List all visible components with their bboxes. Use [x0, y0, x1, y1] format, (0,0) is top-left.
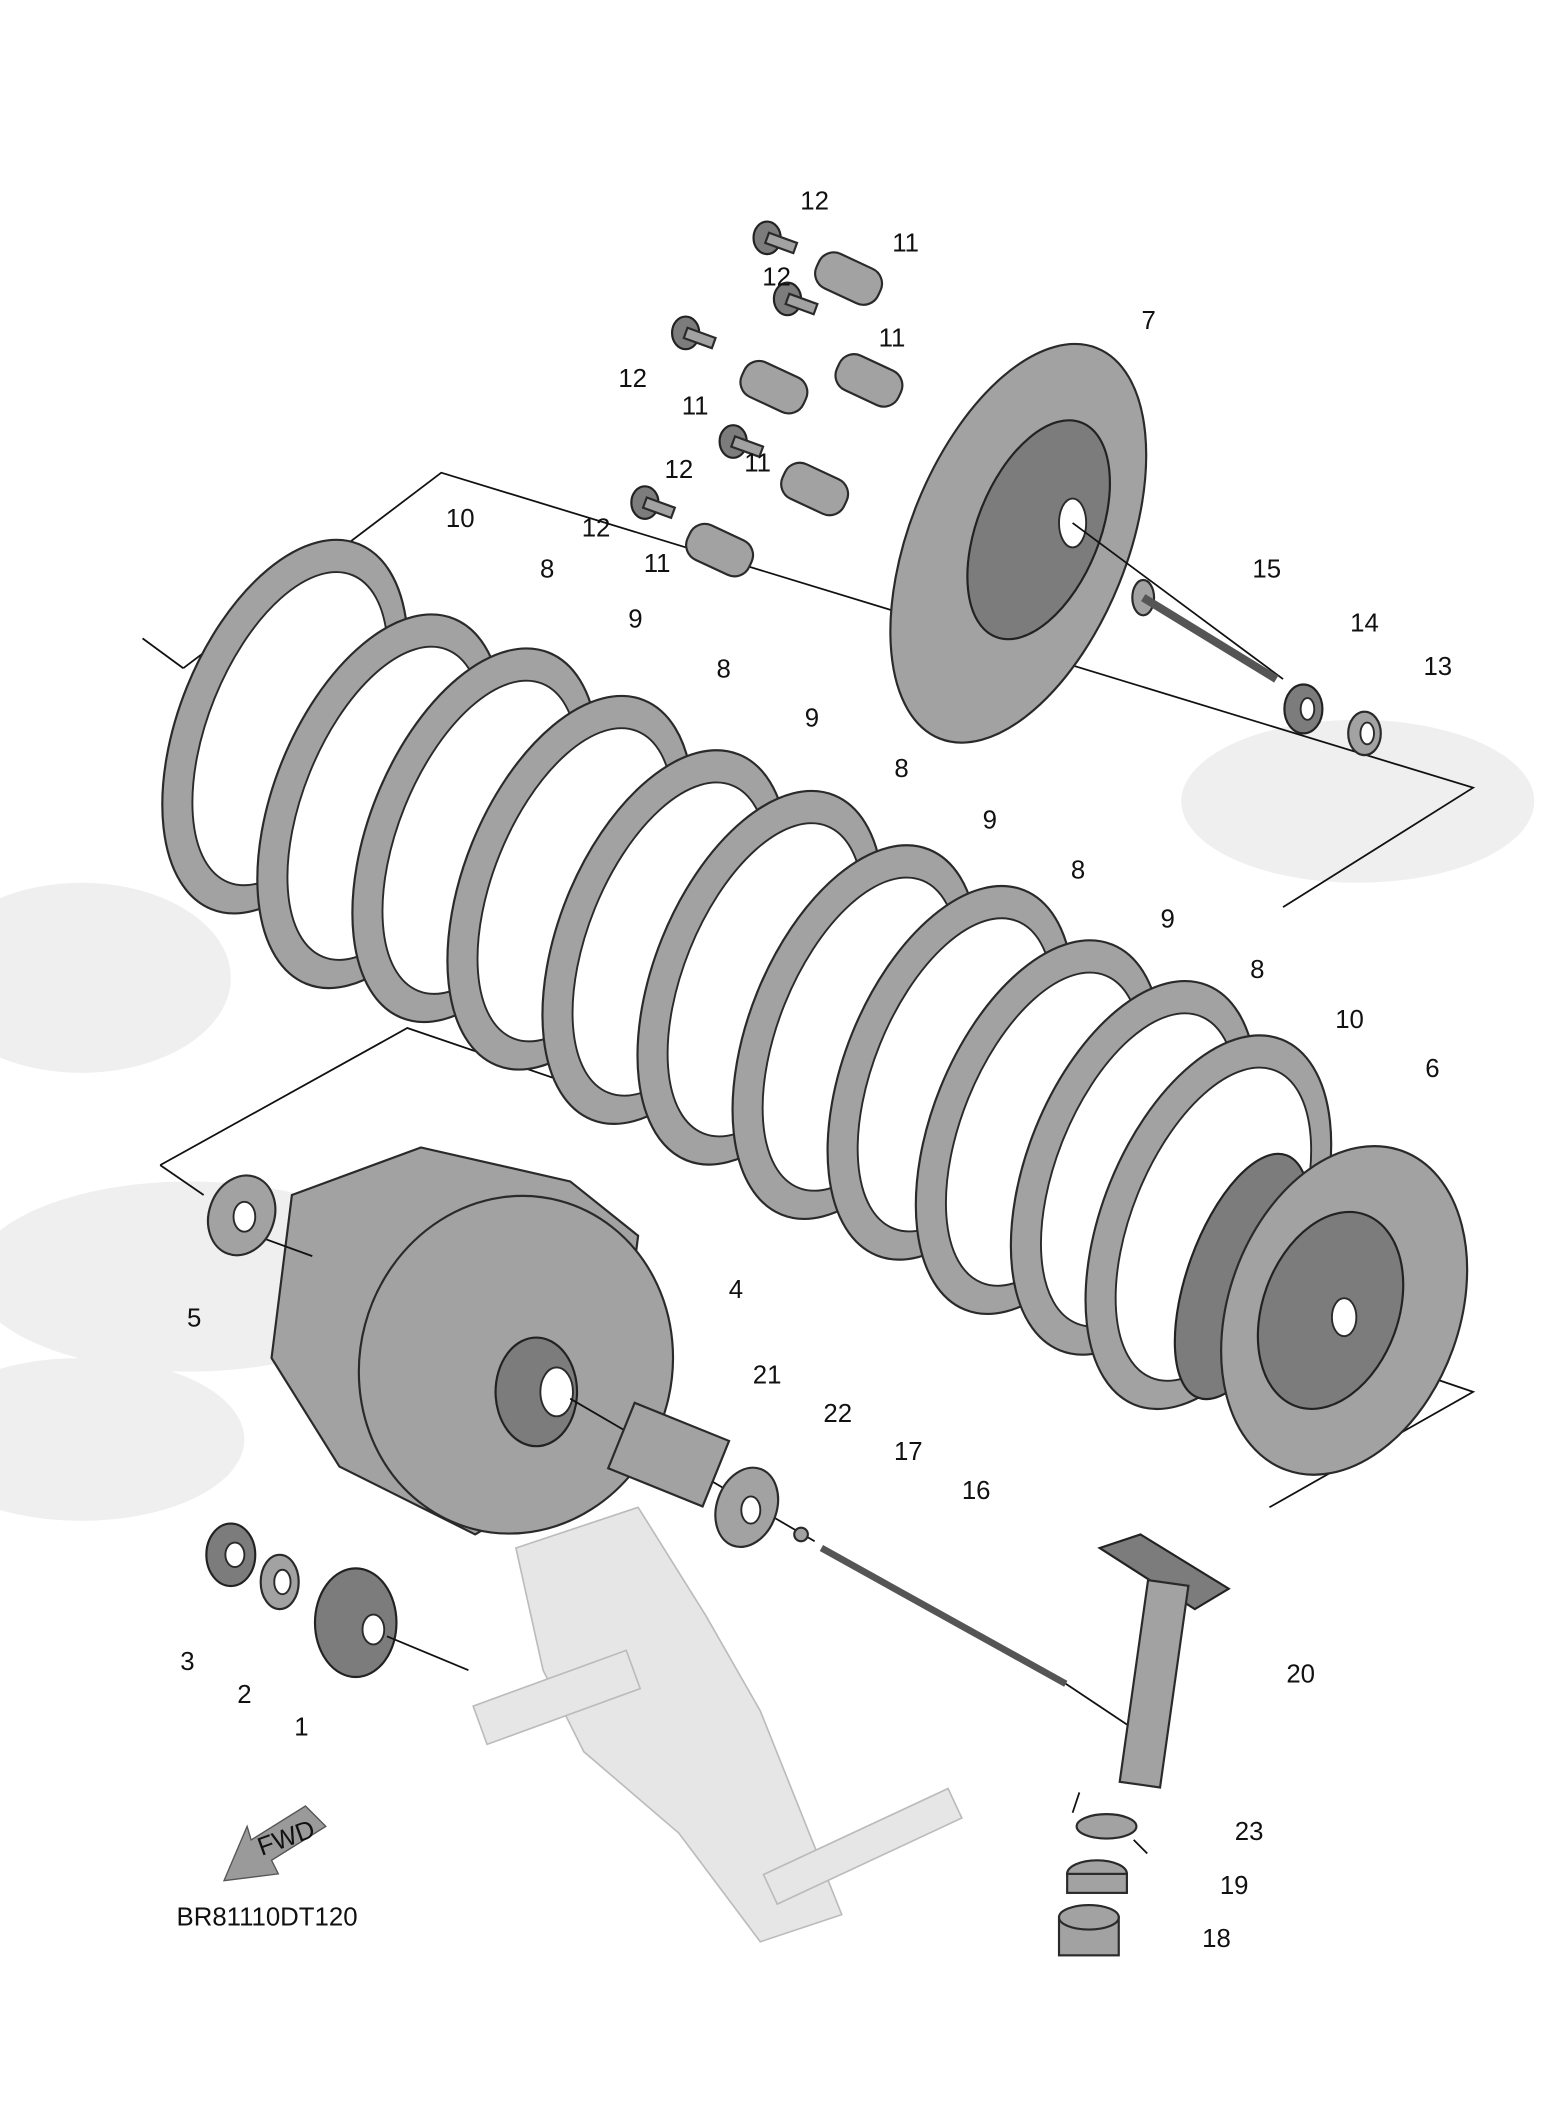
callout-part-11: 11 — [644, 550, 671, 578]
bolt-12 — [718, 424, 765, 459]
clutch-housing — [270, 1146, 675, 1536]
callout-part-3: 3 — [180, 1648, 194, 1676]
callout-part-16: 16 — [962, 1477, 991, 1505]
callout-part-11: 11 — [879, 324, 906, 352]
callout-part-9: 9 — [1160, 906, 1174, 934]
push-rod-16 — [819, 1545, 1068, 1687]
callout-part-8: 8 — [716, 656, 730, 684]
spring-11 — [780, 461, 850, 517]
callout-part-9: 9 — [628, 605, 642, 633]
callout-part-9: 9 — [983, 806, 997, 834]
callout-part-12: 12 — [665, 456, 694, 484]
callout-part-11: 11 — [744, 449, 771, 477]
clutch-boss — [1173, 1145, 1469, 1476]
bushing-19 — [1066, 1859, 1128, 1894]
bolt-12 — [630, 485, 677, 520]
callout-part-1: 1 — [294, 1713, 308, 1741]
bolt-12 — [772, 281, 819, 317]
callout-part-12: 12 — [582, 515, 611, 543]
callout-part-11: 11 — [682, 392, 709, 420]
clutch-lever-shaft — [1065, 1533, 1231, 1789]
callout-part-23: 23 — [1235, 1818, 1264, 1846]
callout-part-18: 18 — [1202, 1925, 1231, 1953]
spring-11 — [685, 522, 755, 578]
washer-2 — [259, 1553, 300, 1611]
callout-part-12: 12 — [800, 187, 829, 215]
callout-part-11: 11 — [892, 229, 919, 257]
callout-part-20: 20 — [1286, 1660, 1315, 1688]
callout-part-10: 10 — [446, 505, 475, 533]
ball-17 — [793, 1526, 809, 1543]
bolt-12 — [752, 220, 799, 256]
callout-part-8: 8 — [894, 755, 908, 783]
bushing-18 — [1057, 1904, 1120, 1957]
spring-11 — [834, 353, 904, 408]
primary-gear-1 — [313, 1567, 398, 1679]
bolt-12 — [670, 315, 717, 351]
callout-part-6: 6 — [1425, 1055, 1439, 1083]
washer-22 — [714, 1466, 780, 1548]
spring-11 — [739, 359, 809, 415]
washer-13 — [1347, 710, 1382, 757]
spring-11 — [814, 251, 884, 306]
callout-part-14: 14 — [1350, 610, 1379, 638]
callout-part-12: 12 — [618, 365, 647, 393]
callout-part-21: 21 — [753, 1362, 782, 1390]
callout-part-22: 22 — [823, 1400, 852, 1428]
callout-part-4: 4 — [729, 1276, 743, 1304]
nut-14 — [1283, 683, 1324, 735]
callout-part-9: 9 — [805, 705, 819, 733]
diagram-code: BR81110DT120 — [177, 1903, 358, 1931]
callout-part-5: 5 — [187, 1305, 201, 1333]
callout-part-10: 10 — [1335, 1006, 1364, 1034]
callout-part-8: 8 — [540, 555, 554, 583]
callout-part-19: 19 — [1220, 1872, 1249, 1900]
callout-part-12: 12 — [762, 263, 791, 291]
push-rod — [1131, 578, 1279, 683]
callout-part-7: 7 — [1141, 307, 1155, 335]
callout-part-15: 15 — [1252, 555, 1281, 583]
callout-part-2: 2 — [237, 1681, 251, 1709]
callout-part-17: 17 — [894, 1438, 923, 1466]
collar-21 — [606, 1401, 731, 1508]
spring-23 — [1071, 1792, 1148, 1855]
callout-part-8: 8 — [1250, 956, 1264, 984]
fwd-label: FWD — [254, 1815, 319, 1861]
pressure-plate — [889, 342, 1148, 744]
callout-part-13: 13 — [1423, 653, 1452, 681]
nut-3 — [205, 1522, 257, 1588]
fwd-arrow-icon: FWD — [222, 1805, 327, 1882]
callout-part-8: 8 — [1071, 857, 1085, 885]
washer-5 — [206, 1174, 277, 1257]
springs-and-bolts — [630, 220, 904, 578]
crankshaft-ghost — [472, 1506, 963, 1943]
